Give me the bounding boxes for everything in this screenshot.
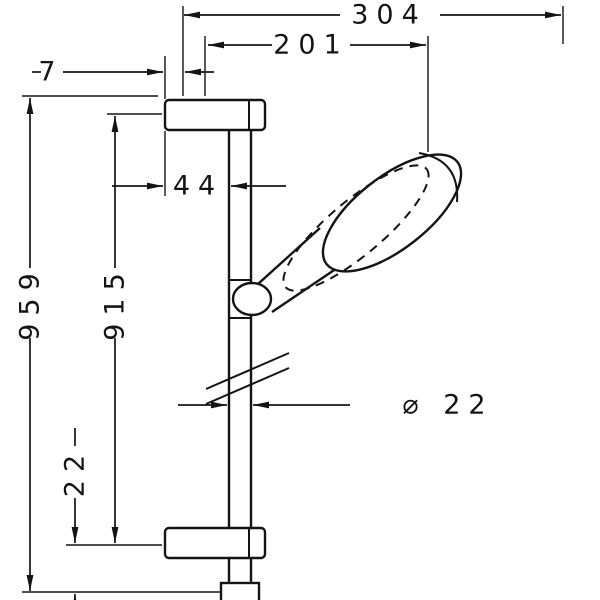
dim-diameter-label: ⌀ 22 [402, 390, 493, 421]
dimension-7: 7 [32, 57, 214, 88]
dimension-201: 201 [208, 30, 426, 61]
dimension-959: 959 [15, 98, 46, 591]
slider-pivot [231, 281, 273, 317]
wall-bar-rail [227, 130, 253, 583]
dim-304-label: 304 [351, 0, 427, 31]
dimension-44: 44 [112, 171, 286, 202]
dimension-diameter-22: ⌀ 22 [178, 390, 493, 421]
dim-915-label: 915 [100, 265, 131, 341]
break-lines [205, 352, 290, 405]
bottom-bracket [163, 526, 267, 560]
top-bracket [163, 98, 267, 132]
product-outline [163, 98, 463, 600]
dim-201-label: 201 [273, 30, 349, 61]
extension-lines [22, 6, 564, 593]
dimension-22: 22 [60, 428, 91, 600]
dim-22-label: 22 [60, 447, 91, 497]
head-rim-line [418, 152, 459, 203]
dim-7-label: 7 [38, 57, 63, 88]
rail-foot [219, 581, 261, 600]
dimension-304: 304 [184, 0, 561, 31]
dimension-915: 915 [100, 116, 131, 543]
dim-959-label: 959 [15, 265, 46, 341]
spray-face-hidden-edge [282, 164, 430, 292]
dim-44-label: 44 [173, 171, 223, 202]
